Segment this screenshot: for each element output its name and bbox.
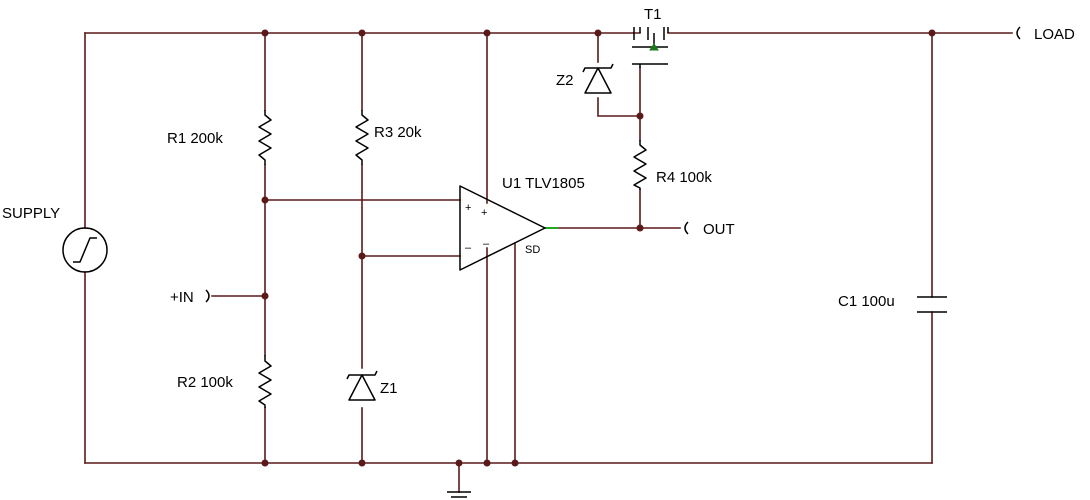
supply-label: SUPPLY [2,205,60,222]
junction [261,292,269,300]
junction [455,459,463,467]
c1-label: C1 100u [838,293,895,310]
r1-label: R1 200k [167,130,223,147]
u1-label: U1 TLV1805 [502,175,585,192]
z2-label: Z2 [556,72,574,89]
r4-label: R4 100k [656,169,712,186]
load-label: LOAD [1034,26,1075,43]
zener-diode-icon [582,63,614,94]
out-label: OUT [703,221,735,238]
in-plus-terminal[interactable] [205,289,210,303]
minus-input-sign: – [465,242,472,254]
junction [483,29,491,37]
minus-inner-sign: – [483,238,490,250]
resistor-icon [258,355,272,408]
junction [636,224,644,232]
plus-inner-sign: + [481,207,487,219]
load-terminal[interactable] [1016,26,1021,40]
plus-input-sign: + [465,202,471,214]
junctions [261,29,936,467]
wires [84,32,1013,493]
zener-diode-icon [346,370,378,401]
out-terminal[interactable] [684,221,689,235]
r3-label: R3 20k [374,124,422,141]
junction [261,196,269,204]
resistor-icon [355,110,369,165]
in-plus-label: +IN [170,289,194,306]
z2-bottom-wire [597,97,641,117]
junction [636,112,644,120]
junction [358,459,366,467]
comparator-icon: + + – – [459,185,546,271]
ground-icon [447,491,471,498]
resistor-icon [633,140,647,190]
junction [928,29,936,37]
junction [594,29,602,37]
t1-label: T1 [644,6,662,23]
capacitor-icon [917,296,947,313]
r2-label: R2 100k [177,374,233,391]
junction [483,459,491,467]
junction [358,29,366,37]
junction [261,29,269,37]
junction [511,459,519,467]
resistor-icon [258,110,272,165]
pmos-transistor-icon [632,27,669,68]
voltage-source-icon [62,227,108,273]
junction [261,459,269,467]
junction [358,252,366,260]
sd-pin-label: SD [525,244,540,256]
z1-label: Z1 [380,380,398,397]
